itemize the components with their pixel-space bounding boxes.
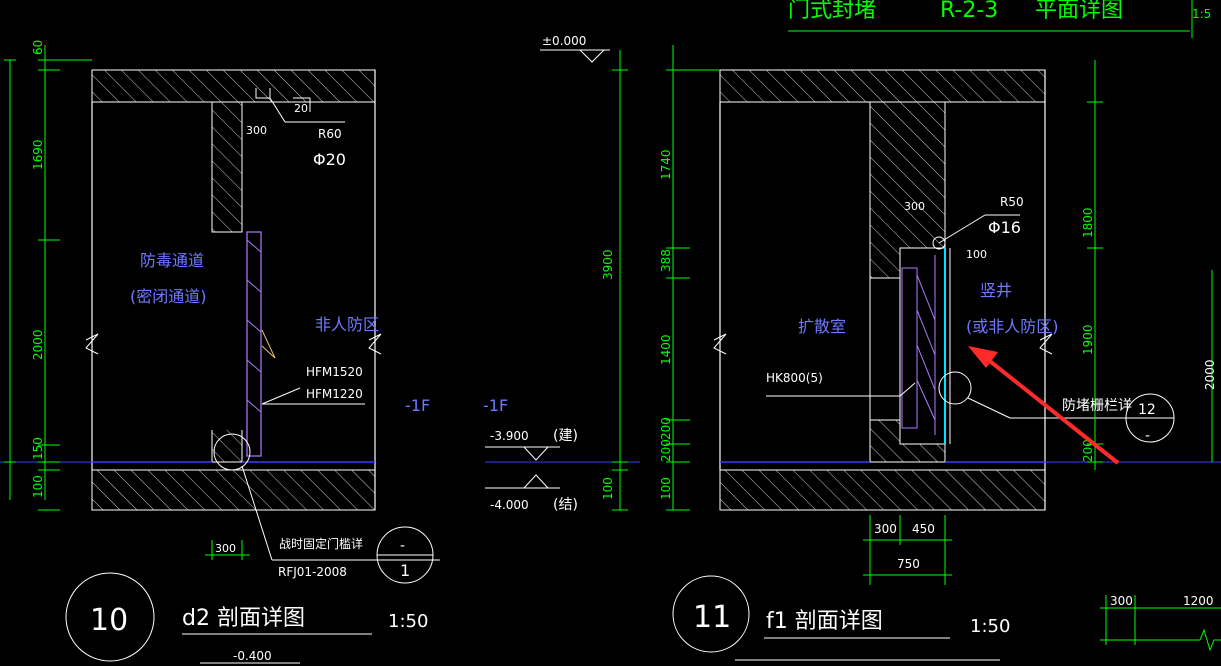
f1-bottom-300: 300 xyxy=(874,522,897,536)
f1-dim-100: 100 xyxy=(659,477,673,500)
d2-bottom-300: 300 xyxy=(215,542,236,555)
f1-room-left: 扩散室 xyxy=(798,317,846,336)
f1-w100: 100 xyxy=(966,248,987,261)
f1-upper-wall xyxy=(869,101,946,279)
middle-elevations: ±0.000 -1F -1F -3.900 (建) -4.000 (结) 390… xyxy=(405,34,640,513)
f1-rdim-1800: 1800 xyxy=(1081,207,1095,238)
d2-dim-150: 150 xyxy=(31,437,45,460)
f1-dim-200a: 200 xyxy=(659,417,673,440)
top-code-fragment: R-2-3 xyxy=(940,0,998,23)
section-d2: 60 1690 2000 150 100 防毒通道 (密闭通道) 非人防区 HF… xyxy=(0,40,440,664)
f1-dim-1740: 1740 xyxy=(659,149,673,180)
f1-section-number: 11 xyxy=(693,600,731,635)
f1-grille-note: 防堵栅栏详 xyxy=(1062,398,1132,414)
f1-w300: 300 xyxy=(904,200,925,213)
f1-rdim-200: 200 xyxy=(1081,439,1095,462)
elev-arch-note: (建) xyxy=(553,428,578,444)
d2-threshold xyxy=(211,430,243,463)
d2-w300: 300 xyxy=(246,124,267,137)
d2-bubble-dash: - xyxy=(400,538,405,554)
d2-upper-wall xyxy=(211,101,243,233)
d2-door-label-1: HFM1520 xyxy=(306,365,363,379)
d2-dim-60: 60 xyxy=(31,40,45,55)
f1-phi: Φ16 xyxy=(988,218,1021,237)
f1-grille-detail-circle xyxy=(938,371,972,405)
f1-bottom-750: 750 xyxy=(897,557,920,571)
d2-bubble-num: 1 xyxy=(400,561,410,580)
elev-arch-value: -3.900 xyxy=(490,429,529,443)
d2-top-slab xyxy=(91,69,376,103)
mid-dim-100: 100 xyxy=(601,477,615,500)
d2-section-number: 10 xyxy=(90,603,128,638)
section-f1: 1740 388 1400 200 200 100 1800 1900 200 … xyxy=(659,45,1221,661)
d2-rfj: RFJ01-2008 xyxy=(278,565,347,579)
top-title-strip: 门式封堵 R-2-3 平面详图 1:5 xyxy=(788,0,1211,38)
f1-room-right-name: 竖井 xyxy=(980,281,1012,300)
f1-hk-label: HK800(5) xyxy=(766,371,823,385)
f1-lower-wall xyxy=(869,419,946,463)
f1-bottom-slab xyxy=(719,469,1046,511)
f1-dim-200b: 200 xyxy=(659,439,673,462)
f1-title-circle xyxy=(672,575,750,653)
d2-door-leaf xyxy=(246,231,262,457)
f1-section-scale: 1:50 xyxy=(970,616,1010,637)
elev-struct-note: (结) xyxy=(553,497,578,513)
f1-top-slab xyxy=(719,69,1046,103)
top-title-fragment: 门式封堵 xyxy=(788,0,876,23)
d2-elev-bottom: -0.400 xyxy=(233,649,272,663)
mid-dim-3900: 3900 xyxy=(601,249,615,280)
d2-threshold-detail-circle xyxy=(213,433,251,471)
d2-room-left-name: 防毒通道 xyxy=(140,251,204,270)
d2-section-title: d2 剖面详图 xyxy=(182,606,305,631)
f1-dim-388: 388 xyxy=(659,249,673,272)
d2-left-dim-chain xyxy=(4,45,92,511)
level-label-left: -1F xyxy=(405,396,430,415)
d2-w20: 20 xyxy=(294,102,308,115)
d2-door-label-2: HFM1220 xyxy=(306,387,363,401)
top-title-suffix: 平面详图 xyxy=(1035,0,1123,23)
f1-far-right-2000: 2000 xyxy=(1203,359,1217,390)
f1-rdim-1900: 1900 xyxy=(1081,324,1095,355)
d2-dim-100: 100 xyxy=(31,475,45,498)
d2-dim-1690: 1690 xyxy=(31,139,45,170)
f1-br-300: 300 xyxy=(1110,594,1133,608)
f1-radius: R50 xyxy=(1000,195,1024,209)
d2-bottom-slab xyxy=(91,469,376,511)
f1-dim-1400: 1400 xyxy=(659,334,673,365)
f1-bottom-450: 450 xyxy=(912,522,935,536)
d2-room-right-name: 非人防区 xyxy=(315,315,379,334)
d2-section-scale: 1:50 xyxy=(388,611,428,632)
f1-bubble-num: 12 xyxy=(1138,402,1156,418)
f1-bubble-dash: - xyxy=(1145,428,1150,444)
f1-room-right-sub: (或非人防区) xyxy=(966,317,1059,336)
f1-br-1200: 1200 xyxy=(1183,594,1214,608)
elev-struct-value: -4.000 xyxy=(490,498,529,512)
d2-title-circle xyxy=(65,572,155,662)
d2-radius: R60 xyxy=(318,127,342,141)
d2-threshold-note: 战时固定门槛详 xyxy=(279,536,363,551)
f1-blast-valve xyxy=(901,255,936,435)
level-label-right: -1F xyxy=(483,396,508,415)
red-annotation-arrow xyxy=(968,346,1120,465)
top-scale-fragment: 1:5 xyxy=(1192,7,1211,21)
f1-section-title: f1 剖面详图 xyxy=(766,609,883,634)
d2-phi: Φ20 xyxy=(313,150,346,169)
d2-room-left-sub: (密闭通道) xyxy=(130,287,207,306)
d2-dim-2000: 2000 xyxy=(31,329,45,360)
elev-top-label: ±0.000 xyxy=(542,34,586,48)
